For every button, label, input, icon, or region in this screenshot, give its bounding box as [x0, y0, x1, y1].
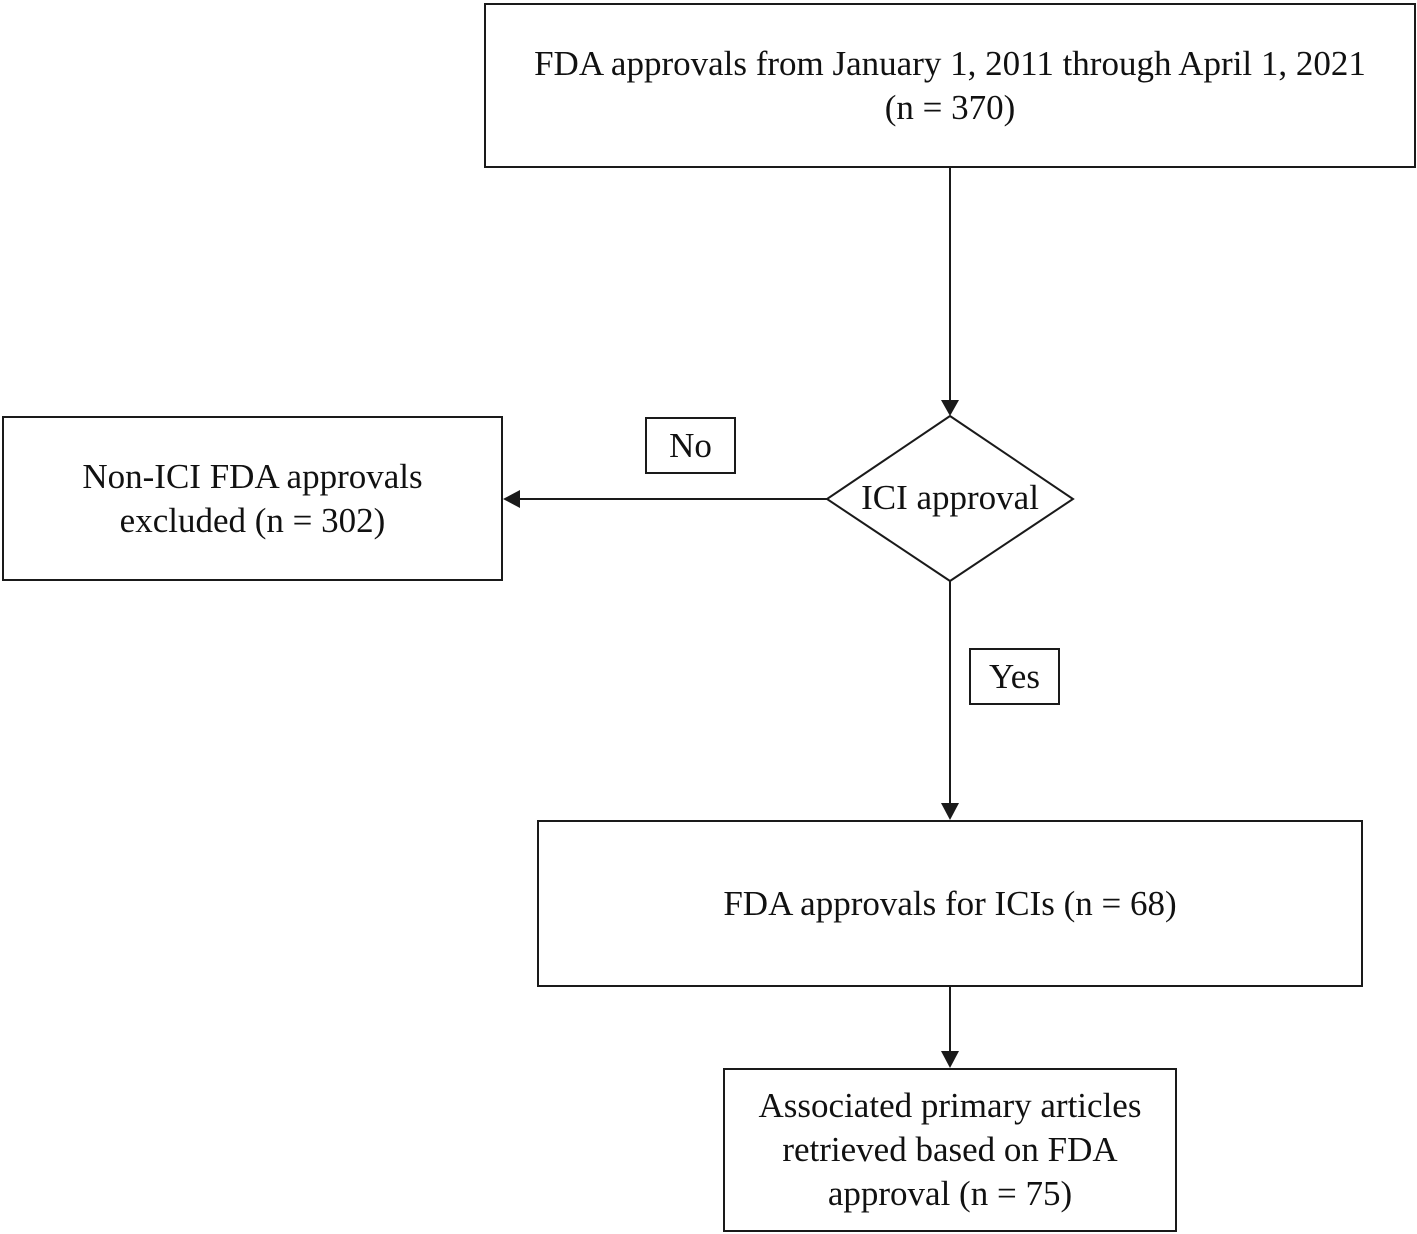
articles-box-line2: retrieved based on FDA — [782, 1130, 1118, 1169]
yes-edge-label: Yes — [969, 648, 1060, 705]
arrowhead-start-to-decision — [941, 400, 959, 416]
excluded-box-line1: Non-ICI FDA approvals — [82, 456, 423, 496]
articles-box-line3: approval (n = 75) — [827, 1174, 1073, 1213]
excluded-box-line2: excluded (n = 302) — [119, 500, 386, 540]
ici-approvals-box-label: FDA approvals for ICIs (n = 68) — [723, 883, 1177, 923]
start-box-line1: FDA approvals from January 1, 2011 throu… — [534, 43, 1366, 83]
no-edge-label-text: No — [669, 425, 712, 465]
articles-box-line1: Associated primary articles — [758, 1086, 1142, 1125]
no-edge-label: No — [645, 417, 736, 474]
arrowhead-ici-to-articles — [941, 1051, 959, 1068]
start-box-line2: (n = 370) — [884, 87, 1016, 127]
articles-box: Associated primary articles retrieved ba… — [723, 1068, 1177, 1232]
arrowhead-decision-to-excluded — [503, 490, 520, 508]
decision-label: ICI approval — [861, 478, 1039, 517]
arrowhead-decision-to-ici — [941, 803, 959, 820]
yes-edge-label-text: Yes — [989, 656, 1040, 696]
excluded-box: Non-ICI FDA approvals excluded (n = 302) — [2, 416, 503, 581]
ici-approvals-box: FDA approvals for ICIs (n = 68) — [537, 820, 1363, 987]
start-box: FDA approvals from January 1, 2011 throu… — [484, 3, 1416, 168]
